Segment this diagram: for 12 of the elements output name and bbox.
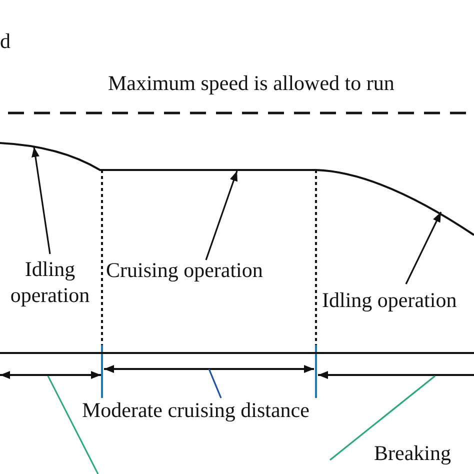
callout-label: Idling operation: [0, 256, 100, 308]
leader-line: [208, 368, 222, 398]
callout-label: Breaking: [374, 440, 451, 466]
arrow: [405, 212, 442, 284]
annotation-text: d: [0, 28, 10, 54]
callout-label: Idling operation: [322, 287, 457, 313]
callout-label: Cruising operation: [106, 257, 263, 283]
leader-line: [330, 375, 436, 461]
arrow: [205, 170, 238, 260]
annotation-text: Maximum speed is allowed to run: [108, 70, 394, 96]
callout-label: Moderate cruising distance: [82, 397, 310, 423]
arrow: [32, 146, 51, 254]
